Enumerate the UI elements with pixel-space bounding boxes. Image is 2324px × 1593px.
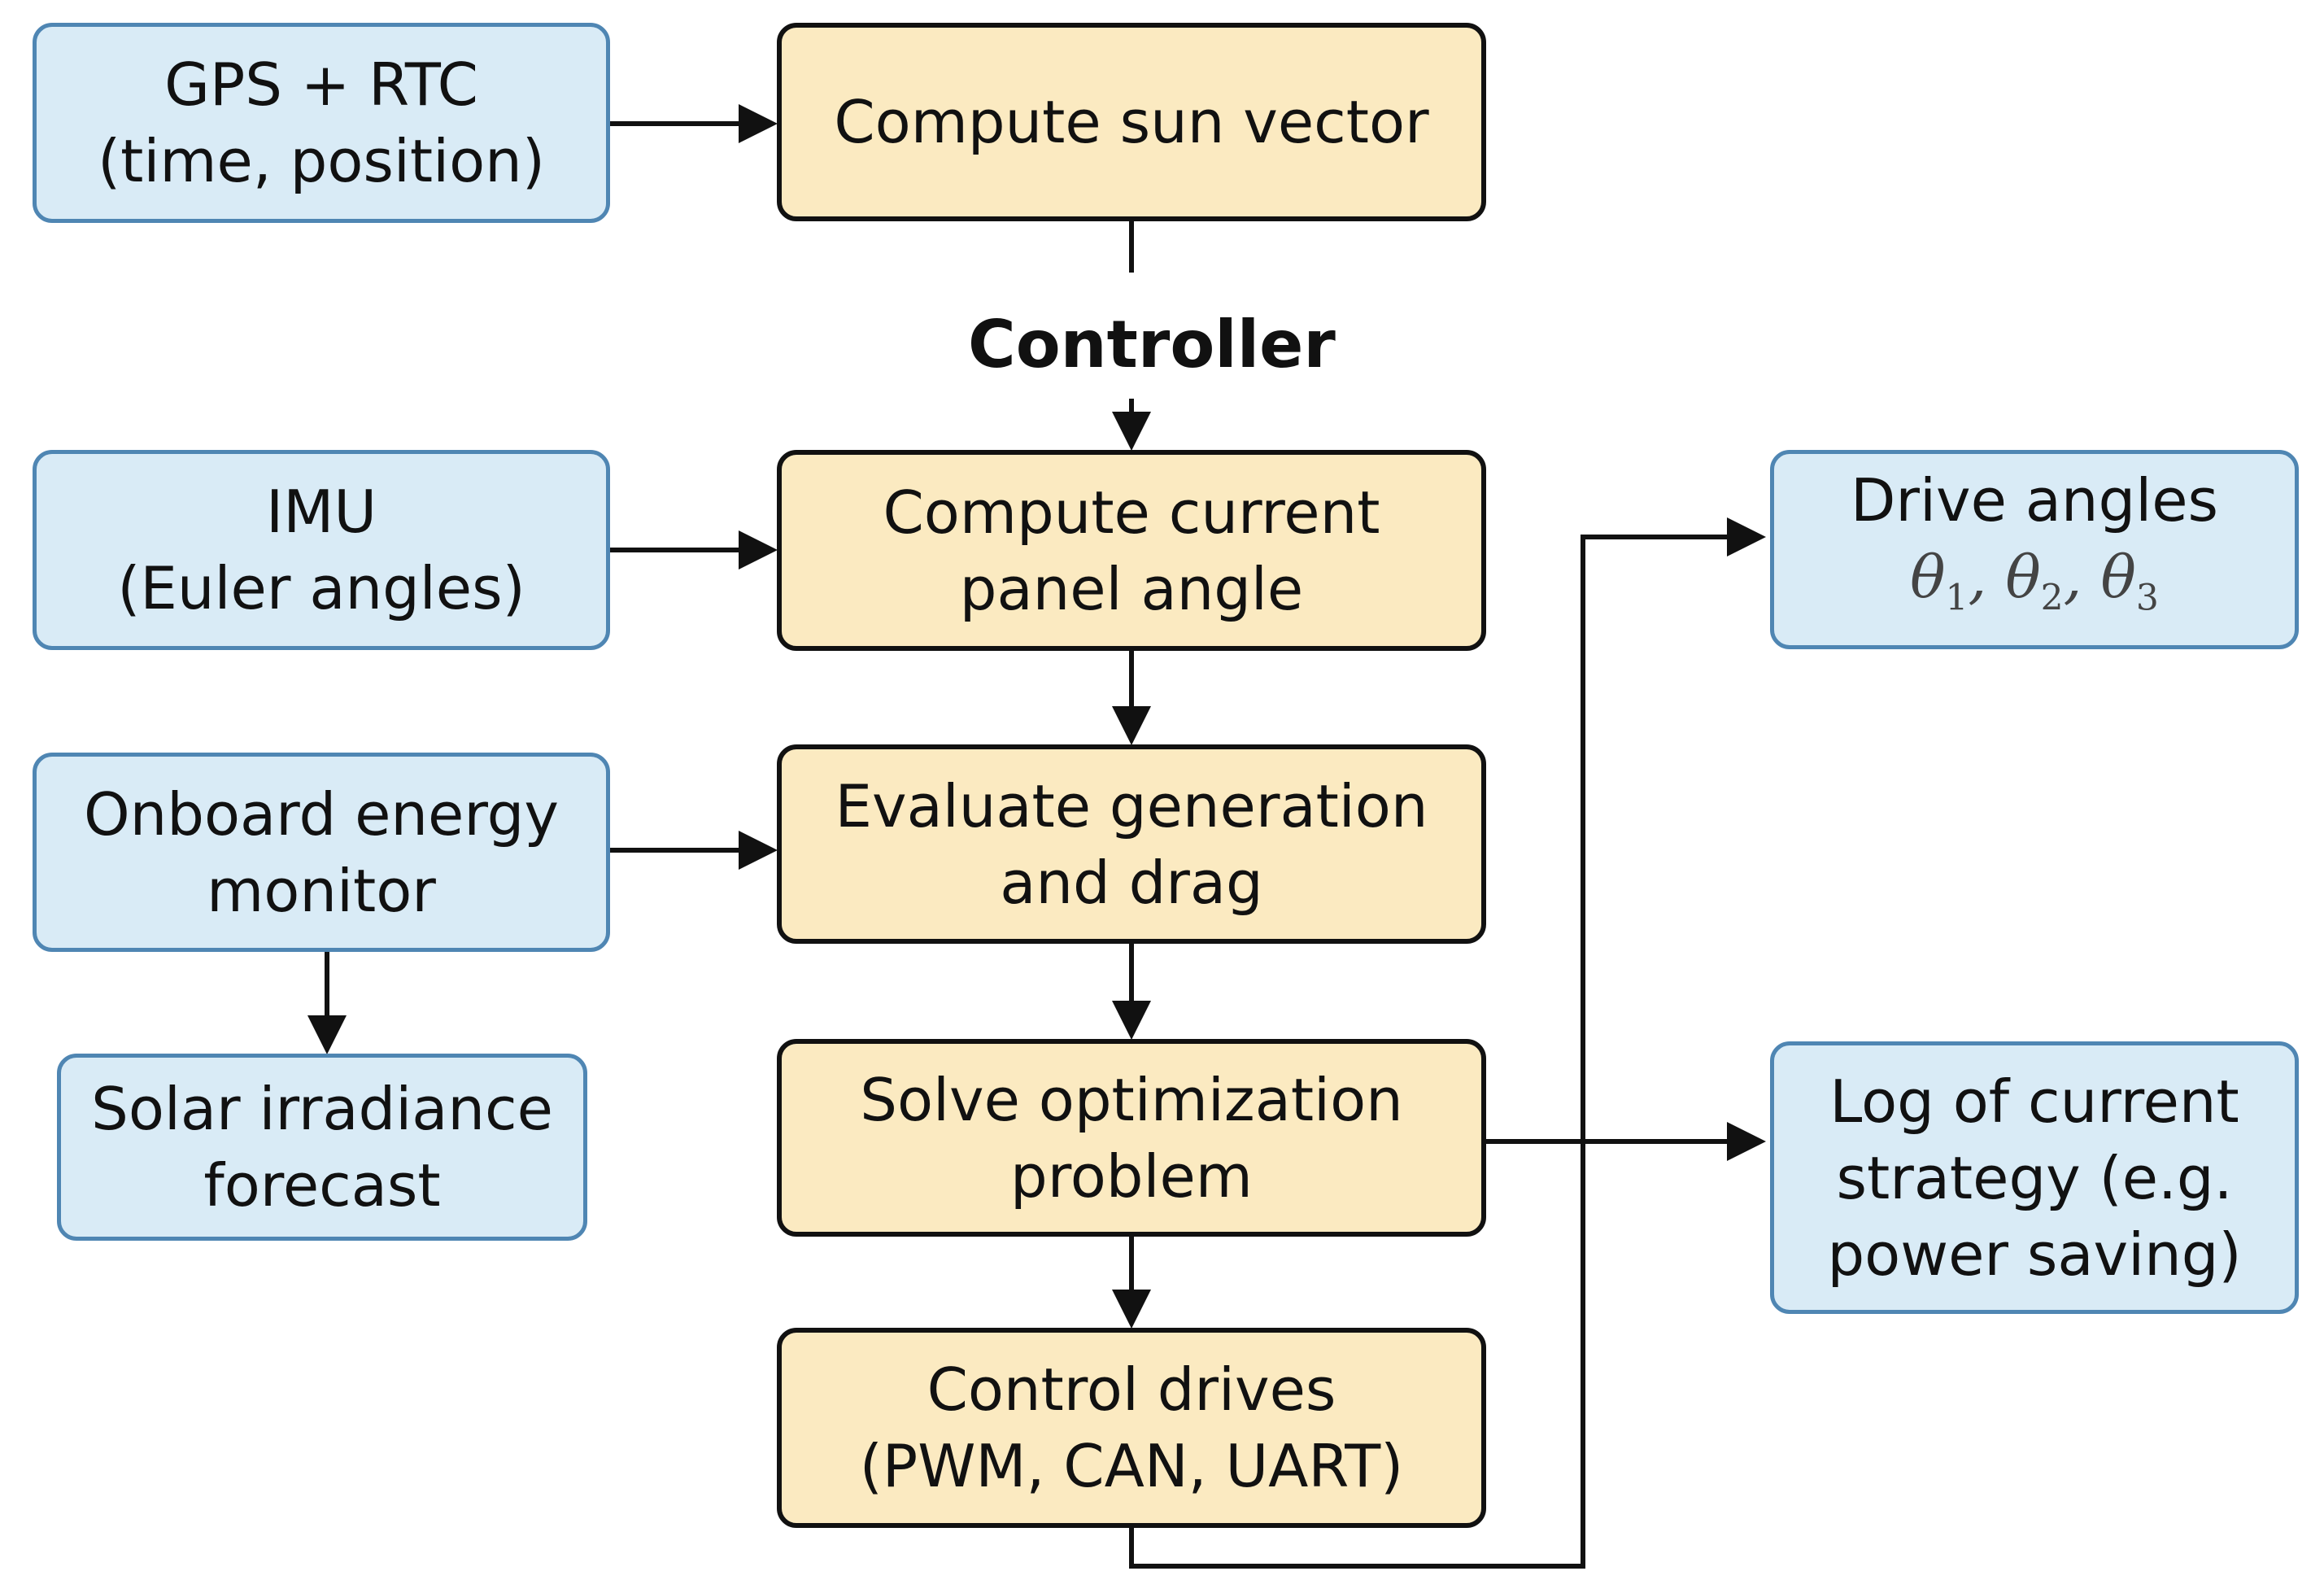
imu-label: IMU — [265, 478, 377, 546]
compute-sun-vector-label: Compute sun vector — [834, 88, 1429, 156]
strategy-log-box: Log of current strategy (e.g. power savi… — [1770, 1041, 2299, 1314]
solve-optimization-box: Solve optimization problem — [777, 1039, 1486, 1237]
drive-angles-label: Drive angles — [1850, 466, 2219, 535]
controller-title: Controller — [968, 307, 1336, 382]
strategy-log-label: Log of current — [1829, 1067, 2239, 1136]
energy-monitor-label: Onboard energy — [84, 779, 559, 849]
control-drives-label: Control drives — [927, 1355, 1336, 1424]
gps-rtc-sublabel: (time, position) — [98, 127, 545, 195]
solar-forecast-box: Solar irradiance forecast — [57, 1054, 587, 1241]
energy-monitor-box: Onboard energy monitor — [33, 753, 610, 952]
evaluate-generation-sublabel: and drag — [1000, 848, 1263, 917]
imu-box: IMU (Euler angles) — [33, 450, 610, 650]
control-drives-sublabel: (PWM, CAN, UART) — [859, 1432, 1404, 1500]
strategy-log-line3: power saving) — [1827, 1220, 2242, 1289]
arrow-drives-to-angles — [1129, 517, 1766, 1569]
solar-forecast-label: Solar irradiance — [91, 1075, 553, 1143]
gps-rtc-box: GPS + RTC (time, position) — [33, 23, 610, 223]
compute-sun-vector-box: Compute sun vector — [777, 23, 1486, 221]
compute-panel-angle-sublabel: panel angle — [959, 554, 1304, 623]
compute-panel-angle-box: Compute current panel angle — [777, 450, 1486, 651]
energy-monitor-sublabel: monitor — [207, 856, 436, 925]
control-drives-box: Control drives (PWM, CAN, UART) — [777, 1328, 1486, 1528]
solve-optimization-label: Solve optimization — [860, 1065, 1403, 1134]
strategy-log-line2: strategy (e.g. — [1836, 1143, 2233, 1212]
solve-optimization-sublabel: problem — [1010, 1141, 1253, 1211]
imu-sublabel: (Euler angles) — [117, 554, 525, 622]
compute-panel-angle-label: Compute current — [883, 478, 1380, 547]
drive-angles-box: Drive angles θ1, θ2, θ3 — [1770, 450, 2299, 649]
evaluate-generation-box: Evaluate generation and drag — [777, 744, 1486, 944]
solar-forecast-sublabel: forecast — [203, 1151, 441, 1220]
evaluate-generation-label: Evaluate generation — [835, 771, 1428, 840]
drive-angles-symbols: θ1, θ2, θ3 — [1910, 543, 2159, 619]
gps-rtc-label: GPS + RTC — [164, 50, 478, 119]
